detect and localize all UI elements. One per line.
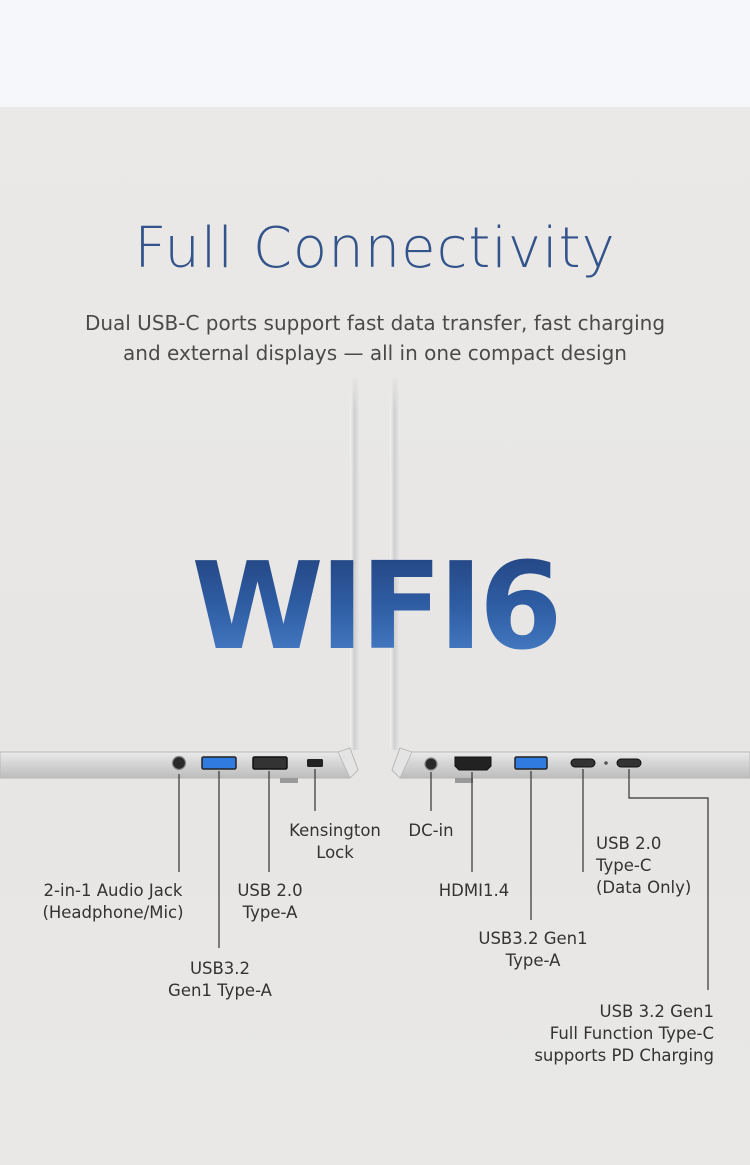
label-usb32-c-full-line-1: USB 3.2 Gen1 [599,1002,715,1021]
label-usb32-a-line-2: Gen1 Type-A [168,981,272,1000]
indicator-dot [604,761,608,765]
label-usb32-c-full-line-2: Full Function Type-C [549,1024,714,1043]
label-usb32-a-right-line-2: Type-A [505,951,561,970]
top-band [0,0,750,107]
label-audio-jack-line-1: 2-in-1 Audio Jack [43,881,183,900]
lid-fade [345,370,405,410]
wifi6-feature-text: WIFI6 [0,538,750,677]
page-title: Full Connectivity [134,216,616,281]
leader-usb32-c-full [628,769,709,990]
usb20-a-port [252,756,288,770]
label-dc-in-line-1: DC-in [408,821,454,840]
subtitle: Dual USB-C ports support fast data trans… [40,308,710,368]
subtitle-line-1: Dual USB-C ports support fast data trans… [84,311,666,335]
label-usb20-c-line-3: (Data Only) [596,878,692,897]
right-laptop-lid [390,378,399,750]
label-usb32-c-full: USB 3.2 Gen1 Full Function Type-C suppor… [500,1001,714,1067]
label-usb32-a-line-1: USB3.2 [189,959,251,978]
label-hdmi-line-1: HDMI1.4 [438,881,510,900]
dc-in-port [424,757,438,771]
label-dc-in: DC-in [396,820,466,842]
right-laptop-base [391,747,750,783]
label-usb20-a-line-2: Type-A [242,903,298,922]
label-usb32-c-full-line-3: supports PD Charging [534,1046,714,1065]
usb32-a-right-port [514,756,548,770]
leader-lines [178,769,709,990]
label-usb32-a-right-line-1: USB3.2 Gen1 [478,929,588,948]
kensington-lock-port [307,759,323,767]
usb20-c-port [570,758,596,768]
label-usb20-c-line-2: Type-C [596,856,652,875]
label-usb20-a-line-1: USB 2.0 [237,881,303,900]
label-usb20-a: USB 2.0 Type-A [220,880,320,924]
label-usb20-c-line-1: USB 2.0 [596,834,662,853]
label-audio-jack: 2-in-1 Audio Jack (Headphone/Mic) [18,880,208,924]
label-kensington-line-1: Kensington [289,821,381,840]
usb32-a-port [201,756,237,770]
label-hdmi: HDMI1.4 [424,880,524,902]
label-usb20-c: USB 2.0 Type-C (Data Only) [596,833,726,899]
label-audio-jack-line-2: (Headphone/Mic) [42,903,184,922]
label-kensington-line-2: Lock [316,843,354,862]
connectivity-panel [0,107,750,1165]
label-usb32-a: USB3.2 Gen1 Type-A [145,958,295,1002]
subtitle-line-2: and external displays — all in one compa… [123,341,627,365]
label-usb32-a-right: USB3.2 Gen1 Type-A [466,928,600,972]
hdmi-port [454,756,492,771]
label-kensington: Kensington Lock [280,820,390,864]
left-laptop-lid [350,378,359,750]
usb32-c-full-port [616,758,642,768]
audio-jack-port [171,755,187,771]
